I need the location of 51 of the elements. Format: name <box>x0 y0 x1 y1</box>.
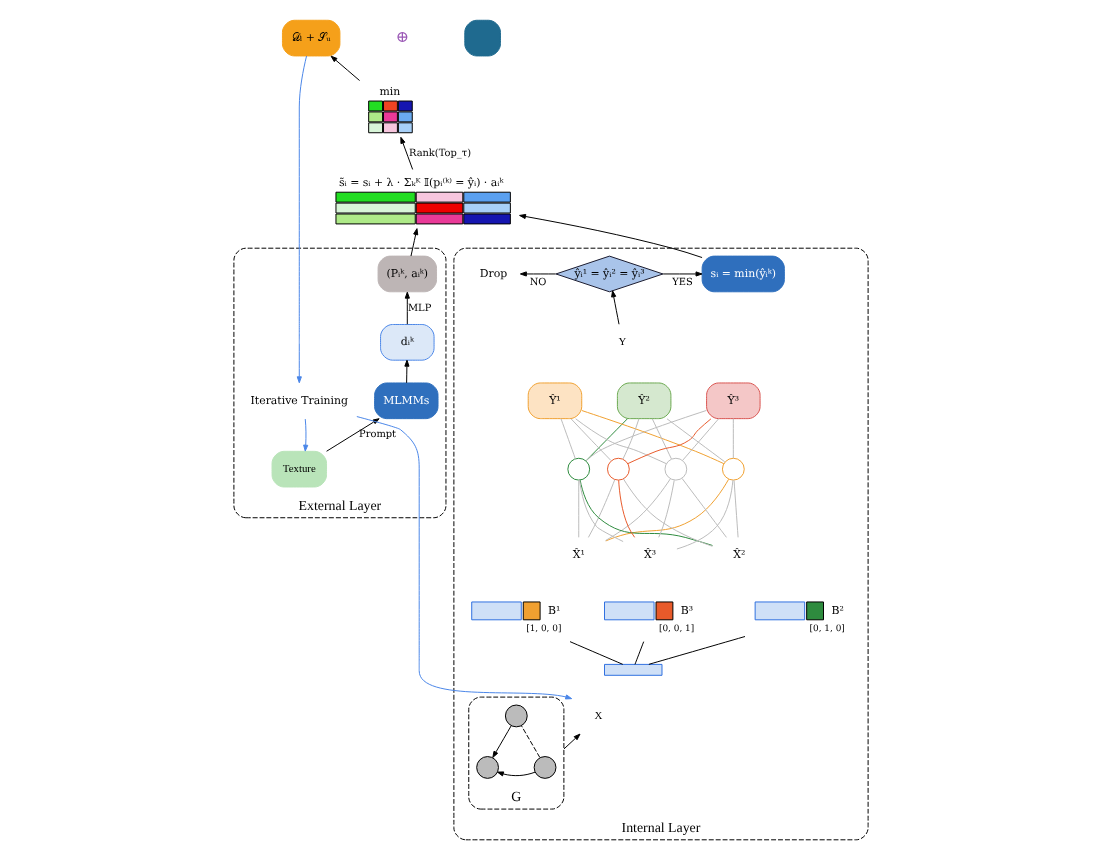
connector <box>584 409 706 462</box>
connector <box>578 479 623 543</box>
arrow <box>610 290 619 325</box>
arrow <box>403 291 409 325</box>
arrow <box>518 271 556 277</box>
arrow <box>399 136 413 170</box>
connector <box>584 418 627 462</box>
node-bar <box>603 663 662 676</box>
connector <box>578 479 712 546</box>
arrow <box>329 55 360 82</box>
node-circle <box>720 457 744 481</box>
connector <box>519 725 540 758</box>
arrow <box>518 213 702 259</box>
arrow <box>403 359 409 384</box>
connector <box>680 478 726 538</box>
connector <box>622 478 712 547</box>
arrow <box>562 733 580 750</box>
connector <box>604 478 729 542</box>
node-box <box>463 19 500 57</box>
connector <box>604 478 670 542</box>
connector <box>650 418 671 460</box>
connector <box>732 479 738 538</box>
node-circle <box>475 756 498 779</box>
arrow <box>409 228 418 257</box>
node-circle <box>566 457 590 481</box>
connector <box>657 479 674 538</box>
connector <box>586 479 615 538</box>
connector <box>580 410 724 465</box>
connector <box>568 641 623 665</box>
connector <box>559 418 575 460</box>
connector <box>569 418 611 461</box>
connector <box>626 418 711 465</box>
node-circle <box>503 704 527 728</box>
connector <box>731 418 733 459</box>
arrow <box>295 55 307 384</box>
node-circle <box>663 457 687 481</box>
connector <box>621 418 639 460</box>
connector <box>617 479 635 538</box>
connector <box>665 418 725 463</box>
arrow <box>495 771 535 777</box>
connector <box>574 418 666 465</box>
arrow <box>661 271 702 277</box>
node-circle <box>606 457 629 481</box>
arrow <box>302 418 308 452</box>
node-circle <box>532 756 556 779</box>
arrow <box>491 725 511 758</box>
connector <box>675 479 733 550</box>
connector <box>633 641 644 665</box>
connector <box>647 636 745 665</box>
connector <box>577 479 579 538</box>
connector <box>681 418 719 461</box>
